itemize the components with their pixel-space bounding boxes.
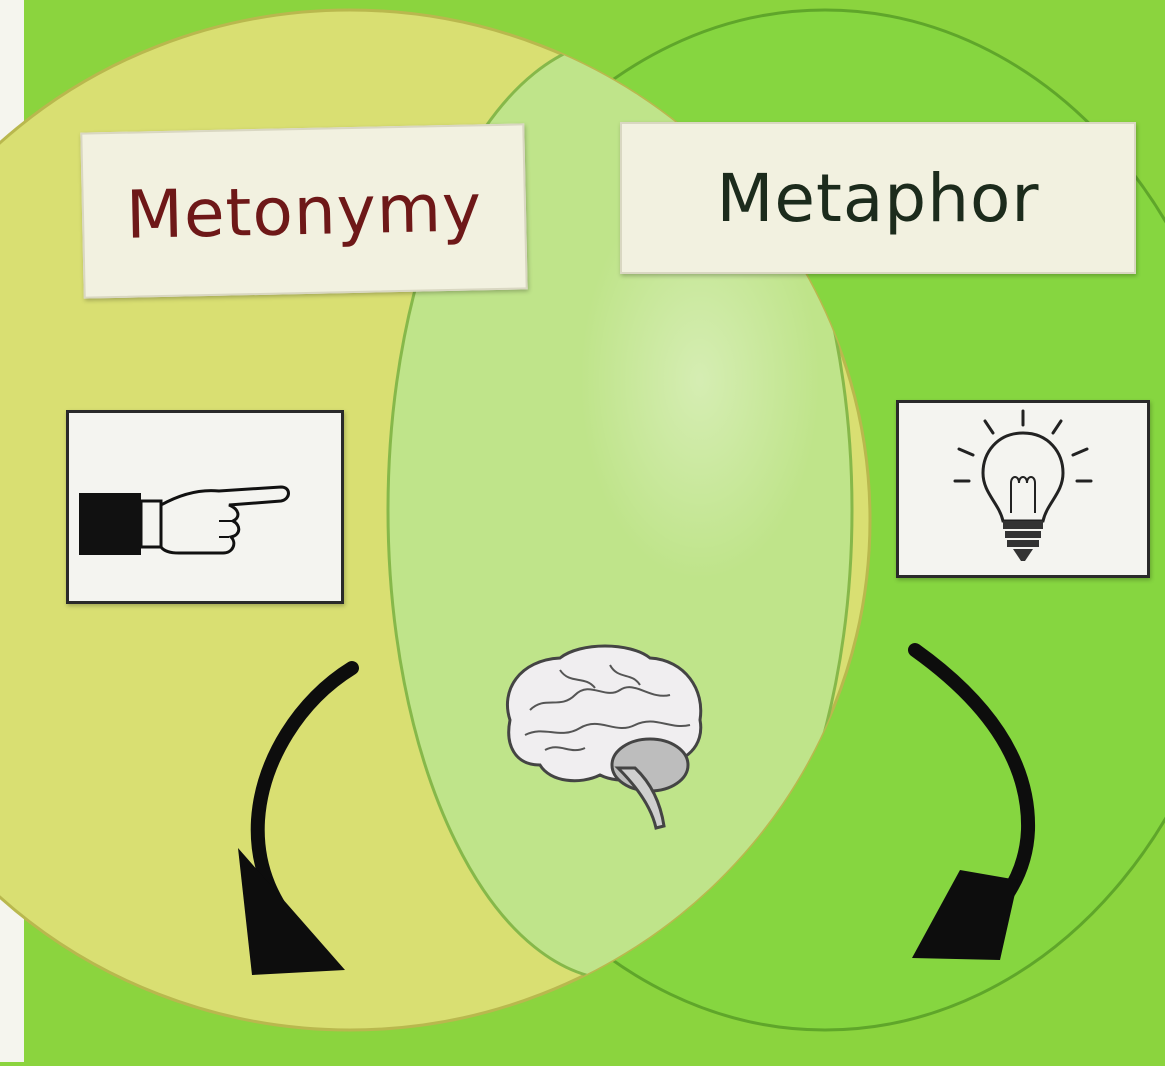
brain-icon [505,644,703,830]
pointing-hand-icon [79,485,290,555]
metaphor-label: Metaphor [716,159,1040,237]
metaphor-label-card: Metaphor [620,122,1136,274]
lightbulb-card [896,400,1150,578]
metonymy-arrow-icon [238,661,359,975]
pointing-hand-card [66,410,344,604]
metaphor-arrow-icon [908,643,1036,960]
light-glare [580,180,820,580]
metonymy-label: Metonymy [125,168,483,254]
lightbulb-icon [953,409,1093,561]
metonymy-label-card: Metonymy [80,123,528,299]
